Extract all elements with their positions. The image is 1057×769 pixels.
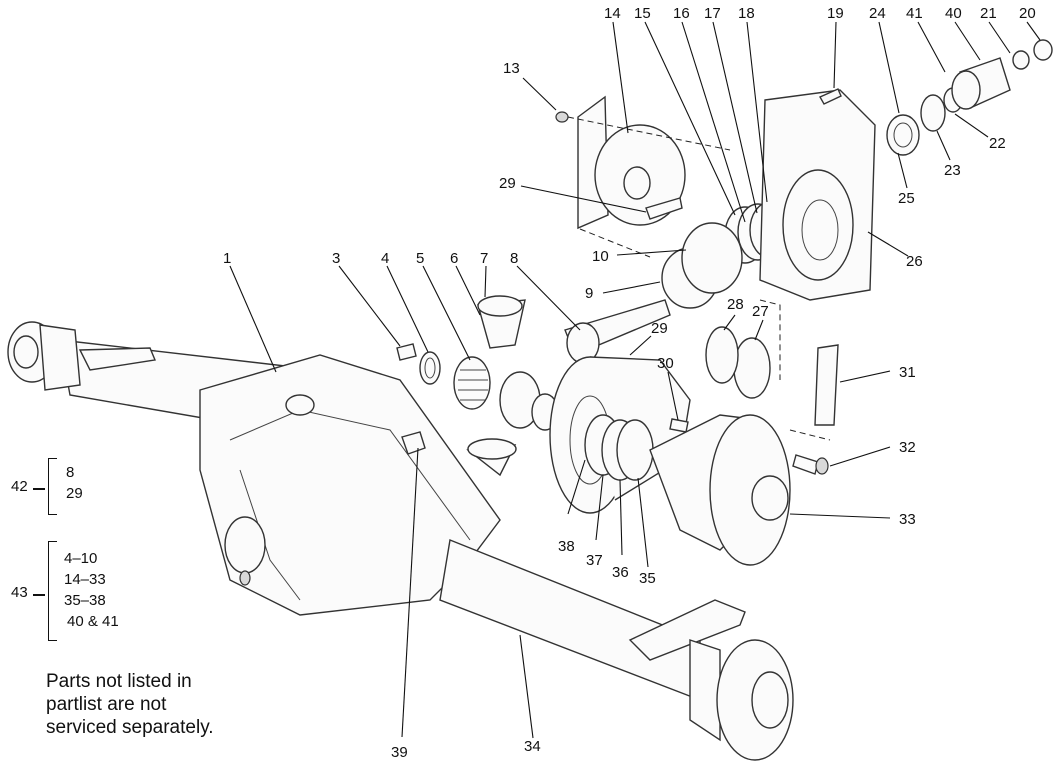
service-note: Parts not listed in partlist are not ser… [46, 670, 306, 739]
callout-37: 37 [586, 552, 603, 569]
differential-parts [396, 295, 839, 566]
callout-41: 41 [906, 5, 923, 22]
callout-33: 33 [899, 511, 916, 528]
callout-10: 10 [592, 248, 609, 265]
callout-30: 30 [657, 355, 674, 372]
callout-40: 40 [945, 5, 962, 22]
axle-housing [7, 321, 794, 761]
group-43-items: 4–10 14–33 35–38 40 & 41 [64, 548, 119, 632]
group-43-bracket [48, 541, 57, 641]
callout-38: 38 [558, 538, 575, 555]
callout-4: 4 [381, 250, 389, 267]
callout-29-upper: 29 [499, 175, 516, 192]
callout-29-middle: 29 [651, 320, 668, 337]
group-42-dash [33, 488, 45, 490]
callout-32: 32 [899, 439, 916, 456]
callout-7: 7 [480, 250, 488, 267]
group-43-id: 43 [11, 584, 28, 601]
callout-1: 1 [223, 250, 231, 267]
callout-36: 36 [612, 564, 629, 581]
callout-35: 35 [639, 570, 656, 587]
callout-27: 27 [752, 303, 769, 320]
leader-lines [229, 21, 1041, 739]
service-note-line: partlist are not [46, 694, 167, 715]
group-43-item: 14–33 [64, 571, 106, 588]
callout-3: 3 [332, 250, 340, 267]
callout-17: 17 [704, 5, 721, 22]
callout-23: 23 [944, 162, 961, 179]
callout-5: 5 [416, 250, 424, 267]
callout-31: 31 [899, 364, 916, 381]
callout-28: 28 [727, 296, 744, 313]
callout-8: 8 [510, 250, 518, 267]
group-43-dash [33, 594, 45, 596]
group-42-id: 42 [11, 478, 28, 495]
callout-9: 9 [585, 285, 593, 302]
group-43-item: 40 & 41 [67, 613, 119, 630]
group-43-item: 4–10 [64, 550, 98, 567]
group-42-bracket [48, 458, 57, 515]
upper-assembly [555, 39, 1053, 441]
callout-6: 6 [450, 250, 458, 267]
callout-24: 24 [869, 5, 886, 22]
callout-13: 13 [503, 60, 520, 77]
callout-26: 26 [906, 253, 923, 270]
callout-14: 14 [604, 5, 621, 22]
service-note-line: Parts not listed in [46, 671, 192, 692]
callout-16: 16 [673, 5, 690, 22]
callout-25: 25 [898, 190, 915, 207]
group-42-item: 8 [66, 464, 75, 481]
service-note-line: serviced separately. [46, 717, 214, 738]
callout-20: 20 [1019, 5, 1036, 22]
callout-labels: 1 3 4 5 6 7 8 9 10 13 14 15 16 17 18 19 … [223, 5, 1036, 761]
callout-21: 21 [980, 5, 997, 22]
group-42-items: 8 29 [66, 462, 83, 504]
group-42-item: 29 [66, 485, 83, 502]
callout-39: 39 [391, 744, 408, 761]
callout-34: 34 [524, 738, 541, 755]
callout-15: 15 [634, 5, 651, 22]
callout-18: 18 [738, 5, 755, 22]
group-43-item: 35–38 [64, 592, 106, 609]
callout-22: 22 [989, 135, 1006, 152]
callout-19: 19 [827, 5, 844, 22]
